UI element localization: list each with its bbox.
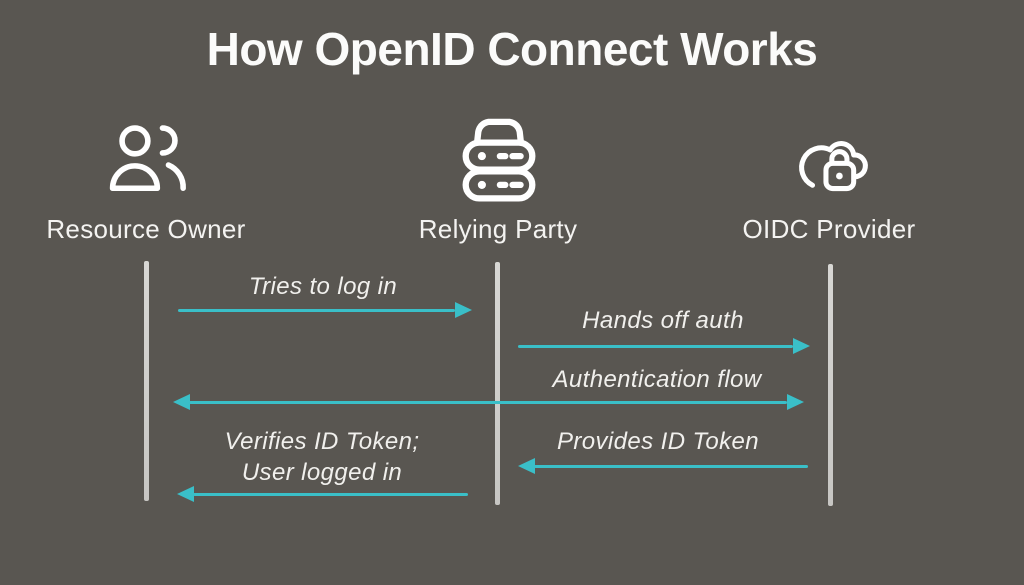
- actor-label-resource-owner: Resource Owner: [46, 214, 246, 244]
- actor-label-oidc-provider: OIDC Provider: [742, 214, 916, 244]
- lifeline-oidc-provider: [828, 264, 833, 506]
- server-icon: [454, 108, 544, 206]
- lifeline-relying-party: [495, 262, 500, 505]
- users-icon: [104, 116, 190, 202]
- message-label-tries-to-log-in: Tries to log in: [248, 273, 398, 300]
- actor-label-relying-party: Relying Party: [418, 214, 578, 244]
- message-label-hands-off-auth: Hands off auth: [582, 307, 744, 334]
- page-title: How OpenID Connect Works: [206, 23, 818, 75]
- message-label-line1: Verifies ID Token;: [224, 428, 420, 455]
- message-label-line2: User logged in: [241, 459, 403, 486]
- cloud-lock-icon: [789, 118, 873, 202]
- lifeline-resource-owner: [144, 261, 149, 501]
- message-label-authentication-flow: Authentication flow: [552, 366, 762, 393]
- message-label-provides-id-token: Provides ID Token: [556, 428, 759, 455]
- message-label-verifies-id-token: Verifies ID Token; User logged in: [172, 426, 472, 488]
